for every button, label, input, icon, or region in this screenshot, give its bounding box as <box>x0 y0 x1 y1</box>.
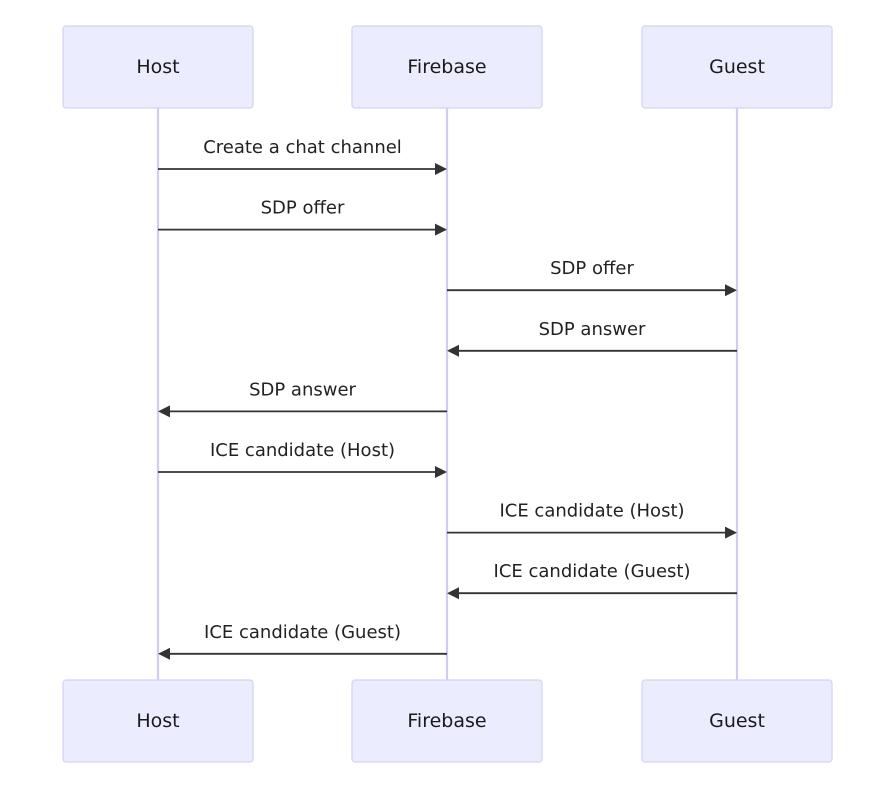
actor-label: Guest <box>709 56 765 78</box>
actor-box <box>351 25 543 109</box>
message-3: SDP offer <box>447 258 737 297</box>
message-2: SDP offer <box>158 198 447 236</box>
actor-label: Firebase <box>407 710 486 732</box>
message-label: SDP answer <box>249 379 356 400</box>
message-label: ICE candidate (Guest) <box>204 622 401 643</box>
actor-host-top: Host <box>62 25 254 109</box>
message-1: Create a chat channel <box>158 137 447 175</box>
arrowhead-icon <box>725 526 737 539</box>
actor-box <box>641 25 833 109</box>
actor-label: Host <box>136 56 179 78</box>
message-6: ICE candidate (Host) <box>158 440 447 478</box>
actor-box <box>351 679 543 763</box>
message-8: ICE candidate (Guest) <box>447 561 737 600</box>
arrowhead-icon <box>435 163 447 175</box>
arrowhead-icon <box>435 466 447 478</box>
message-5: SDP answer <box>158 379 447 418</box>
message-4: SDP answer <box>447 319 737 357</box>
message-9: ICE candidate (Guest) <box>158 622 447 660</box>
actor-label: Firebase <box>407 56 486 78</box>
message-label: Create a chat channel <box>203 137 402 158</box>
message-label: ICE candidate (Guest) <box>494 561 691 582</box>
actor-host-bottom: Host <box>62 679 254 763</box>
arrowhead-icon <box>447 587 459 600</box>
arrowhead-icon <box>158 405 170 418</box>
actors-bottom: Host Firebase Guest <box>62 679 833 763</box>
actors-top: Host Firebase Guest <box>62 25 833 109</box>
arrowhead-icon <box>158 647 170 660</box>
actor-label: Host <box>136 710 179 732</box>
arrowhead-icon <box>447 344 459 357</box>
actor-label: Guest <box>709 710 765 732</box>
message-7: ICE candidate (Host) <box>447 501 737 539</box>
message-label: SDP answer <box>539 319 646 340</box>
message-label: ICE candidate (Host) <box>210 440 395 461</box>
arrowhead-icon <box>435 223 447 236</box>
actor-guest-bottom: Guest <box>641 679 833 763</box>
message-label: ICE candidate (Host) <box>499 501 684 522</box>
actor-firebase-top: Firebase <box>351 25 543 109</box>
actor-box <box>62 679 254 763</box>
actor-firebase-bottom: Firebase <box>351 679 543 763</box>
actor-box <box>641 679 833 763</box>
actor-guest-top: Guest <box>641 25 833 109</box>
arrowhead-icon <box>725 284 737 297</box>
lifelines <box>156 108 739 680</box>
message-label: SDP offer <box>261 198 345 219</box>
message-label: SDP offer <box>550 258 634 279</box>
actor-box <box>62 25 254 109</box>
